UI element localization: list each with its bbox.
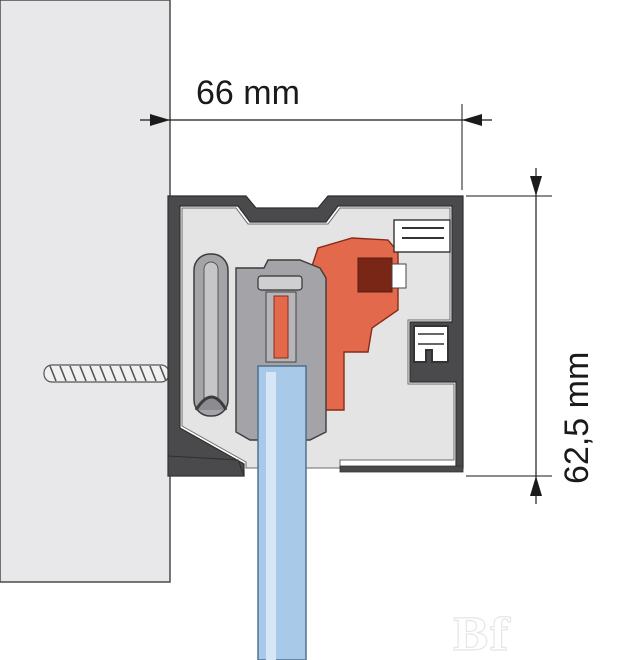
width-dimension	[140, 104, 492, 190]
screw	[43, 364, 170, 383]
glass-panel	[257, 365, 307, 660]
height-dimension-label: 62,5 mm	[558, 352, 596, 484]
width-dimension-label: 66 mm	[196, 74, 300, 112]
fixing-bar	[393, 219, 451, 253]
logo-watermark: Bf	[452, 610, 511, 660]
height-dimension	[466, 168, 552, 504]
roller-wheel	[193, 253, 229, 417]
wall	[0, 0, 171, 583]
